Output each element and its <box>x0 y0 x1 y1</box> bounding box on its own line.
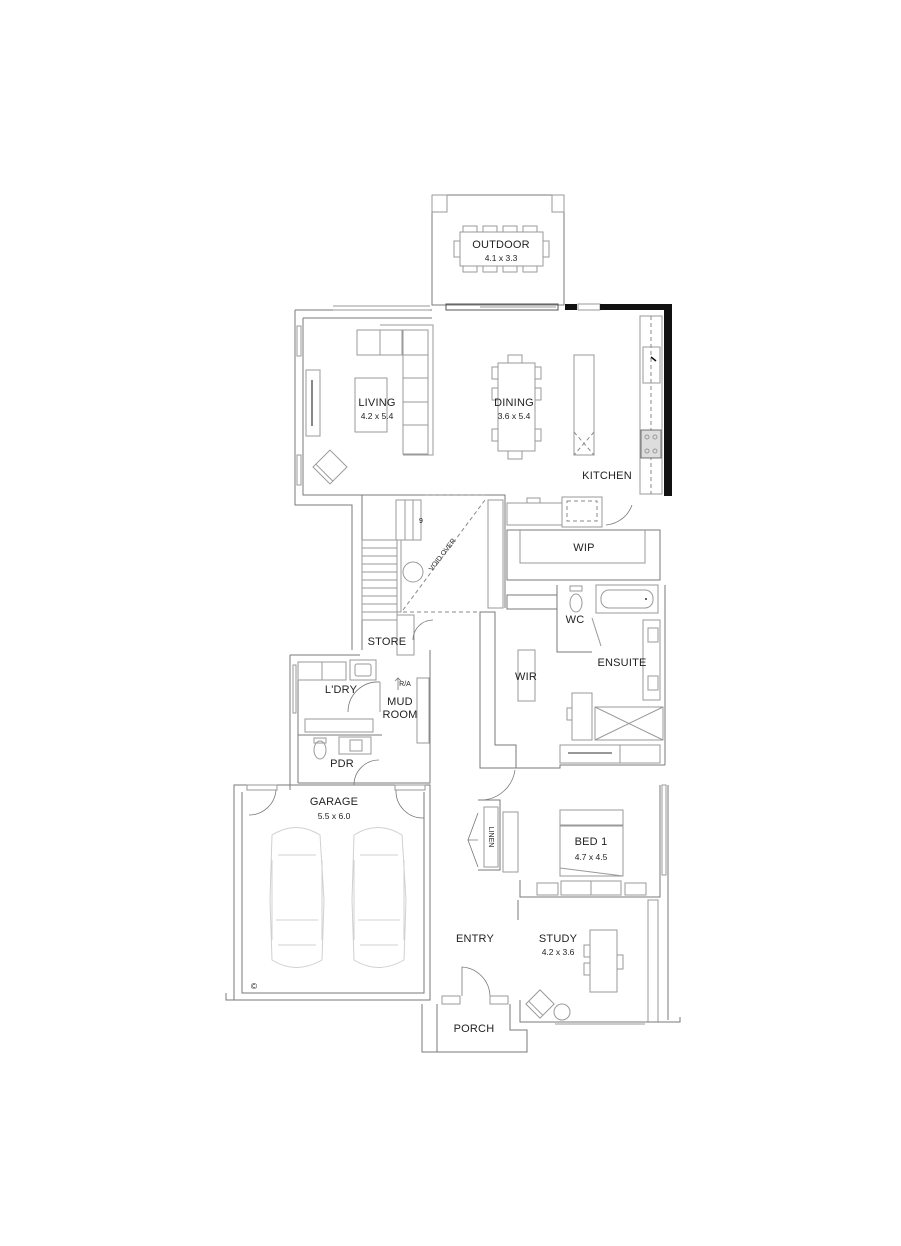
entry-label: ENTRY <box>456 933 495 945</box>
toilet <box>569 593 583 613</box>
bed-headboard <box>559 809 624 826</box>
dining-room: DINING 3.6 x 5.4 <box>491 354 542 460</box>
kitchen: KITCHEN <box>573 315 663 495</box>
car-left-icon <box>269 827 325 968</box>
porch-label: PORCH <box>454 1023 495 1035</box>
mud-label-line1: MUD <box>387 696 413 708</box>
mud-label-line2: ROOM <box>382 709 417 721</box>
wip-label: WIP <box>573 542 594 554</box>
wir-label: WIR <box>515 671 537 683</box>
linen-label: LINEN <box>487 827 494 848</box>
coffee-table <box>354 377 388 433</box>
side-table <box>553 1003 571 1021</box>
kitchen-sink <box>642 346 661 384</box>
car-right-icon <box>351 827 407 968</box>
bathtub <box>595 584 659 614</box>
living-room: LIVING 4.2 x 5.4 <box>305 324 434 485</box>
study-desk <box>589 929 618 993</box>
study-armchair <box>525 989 555 1019</box>
bed1-label: BED 1 <box>575 836 608 848</box>
dining-label: DINING <box>494 397 534 409</box>
armchair <box>312 449 348 485</box>
kitchen-island <box>573 354 595 456</box>
pdr-toilet <box>313 740 327 760</box>
outdoor-size: 4.1 x 3.3 <box>485 253 518 263</box>
sofa-l-shaped <box>356 324 434 456</box>
garage-size: 5.5 x 6.0 <box>318 811 351 821</box>
copyright-icon: © <box>251 981 258 991</box>
stair-void-area: 9 VOID OVER STORE <box>361 494 506 656</box>
store-label: STORE <box>368 636 407 648</box>
kitchen-bench <box>639 315 663 495</box>
dining-size: 3.6 x 5.4 <box>498 411 531 421</box>
pdr-label: PDR <box>330 758 354 770</box>
garage: GARAGE 5.5 x 6.0 © <box>225 784 431 1001</box>
vanity <box>642 619 661 701</box>
study-size: 4.2 x 3.6 <box>542 947 575 957</box>
tv-unit <box>305 369 321 437</box>
laundry-label: L'DRY <box>325 684 358 696</box>
bed1-size: 4.7 x 4.5 <box>575 852 608 862</box>
pendant-light <box>402 561 424 583</box>
laundry-tub <box>349 659 377 681</box>
shower <box>594 706 664 741</box>
stair-number: 9 <box>419 518 423 525</box>
garage-label: GARAGE <box>310 796 358 808</box>
outdoor-dining-table <box>453 225 550 273</box>
wc-label: WC <box>566 614 585 626</box>
kitchen-label: KITCHEN <box>582 470 632 482</box>
bed1-linen: LINEN BED 1 4.7 x 4.5 <box>467 769 669 1020</box>
ra-label: R/A <box>399 681 411 688</box>
void-over-label: VOID OVER <box>428 538 457 573</box>
cooktop <box>640 429 662 459</box>
pdr-basin <box>338 736 372 755</box>
upper-walls <box>294 303 672 650</box>
walk-in-robe: WIR <box>479 611 665 769</box>
living-label: LIVING <box>358 397 395 409</box>
outdoor-label: OUTDOOR <box>472 239 530 251</box>
laundry-mud-pdr: L'DRY R/A MUD ROOM PDR <box>289 650 431 790</box>
outdoor-area: OUTDOOR 4.1 x 3.3 <box>431 194 565 306</box>
wip-pantry: WIP <box>506 496 661 581</box>
bed <box>559 825 624 877</box>
ensuite-label: ENSUITE <box>597 657 646 669</box>
living-size: 4.2 x 5.4 <box>361 411 394 421</box>
entry-study-porch: ENTRY STUDY 4.2 x 3.6 PORCH <box>421 899 681 1053</box>
study-label: STUDY <box>539 933 578 945</box>
wc-ensuite: WC ENSUITE <box>506 584 666 765</box>
